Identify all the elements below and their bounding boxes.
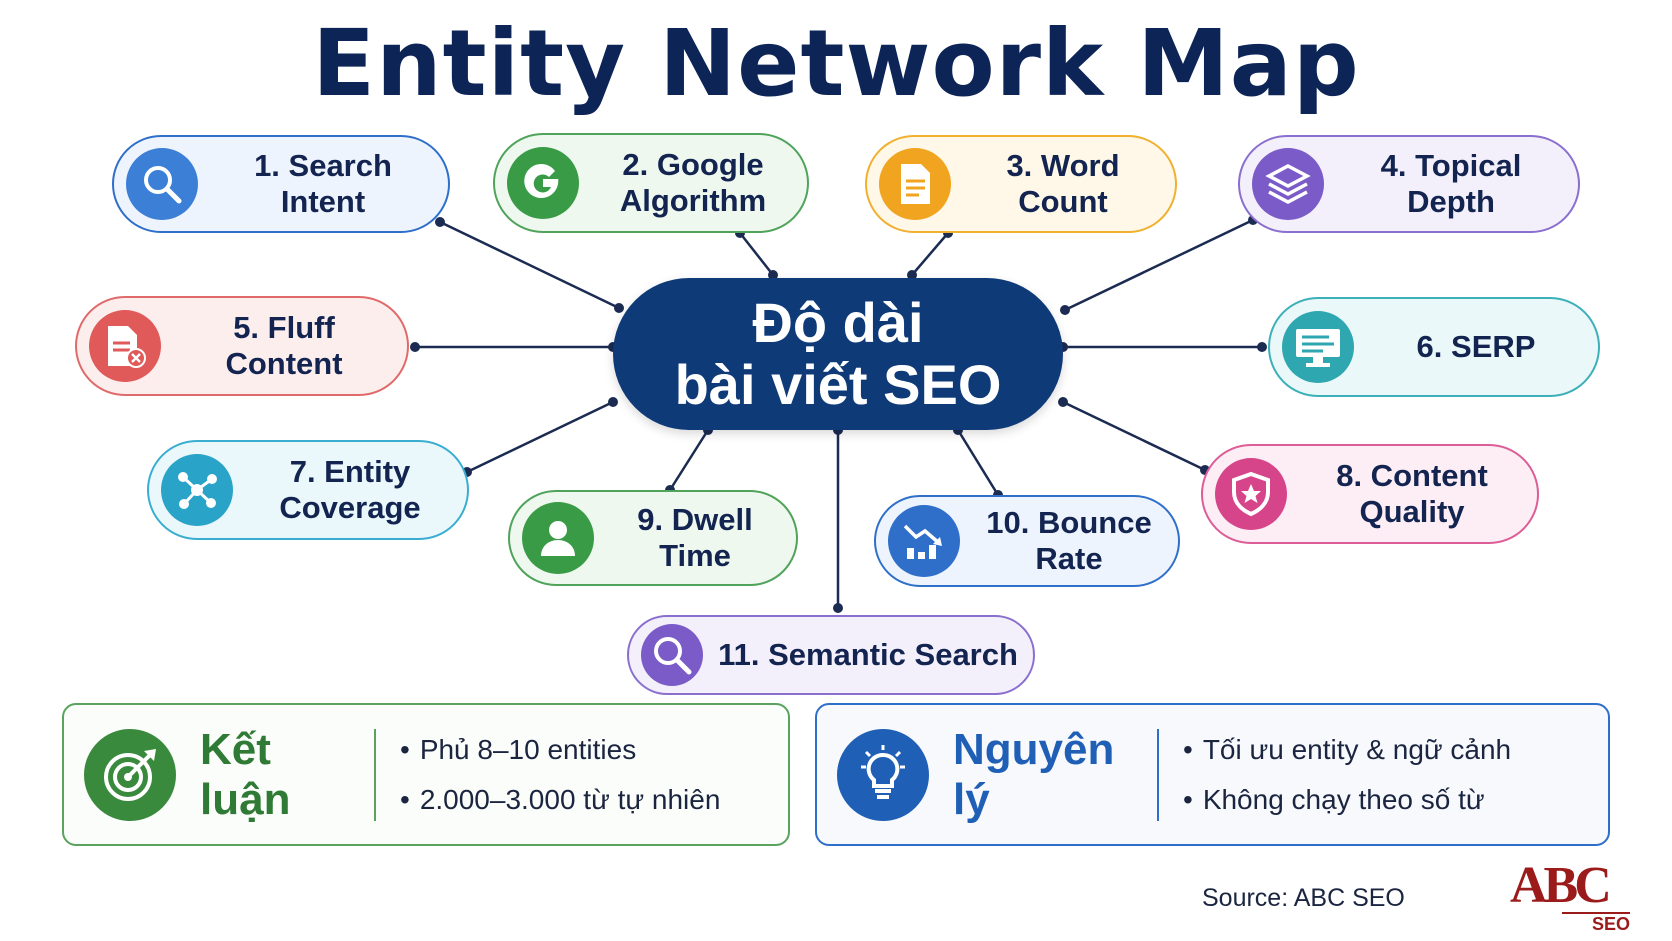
connector-line-9 — [668, 429, 710, 491]
connector-dot — [833, 603, 843, 613]
conclusion-panel: Kết luận Phủ 8–10 entities 2.000–3.000 t… — [62, 703, 790, 846]
entity-node-label: 1. Search Intent — [254, 148, 392, 219]
entity-node-1: 1. Search Intent — [112, 135, 450, 233]
connector-line-10 — [956, 429, 1000, 496]
connector-dot — [907, 270, 917, 280]
connector-dot — [768, 270, 778, 280]
logo-seo: SEO — [1561, 912, 1630, 935]
entity-node-label: 5. Fluff Content — [225, 310, 343, 381]
entity-node-label: 8. Content Quality — [1336, 458, 1488, 529]
connector-line-7 — [466, 400, 614, 474]
entity-node-4: 4. Topical Depth — [1238, 135, 1580, 233]
shield-star-icon — [1215, 458, 1287, 530]
principle-list: Tối ưu entity & ngữ cảnh Không chạy theo… — [1183, 725, 1511, 825]
logo-abc: ABC — [1510, 857, 1612, 914]
entity-node-label: 2. Google Algorithm — [619, 147, 767, 218]
chart-down-icon — [888, 505, 960, 577]
magnifier-icon — [126, 148, 198, 220]
network-icon — [161, 454, 233, 526]
conclusion-title: Kết luận — [200, 724, 291, 824]
document-x-icon — [89, 310, 161, 382]
entity-node-label: 4. Topical Depth — [1380, 148, 1522, 219]
connector-line-3 — [911, 232, 949, 276]
layers-icon — [1252, 148, 1324, 220]
connector-dot — [410, 342, 420, 352]
principle-item: Không chạy theo số từ — [1183, 775, 1511, 825]
lightbulb-icon — [837, 728, 929, 821]
connector-dot — [1058, 397, 1068, 407]
entity-node-3: 3. Word Count — [865, 135, 1177, 233]
conclusion-item: Phủ 8–10 entities — [400, 725, 720, 775]
connector-line-2 — [739, 232, 774, 276]
connector-dot — [608, 397, 618, 407]
connector-dot — [614, 303, 624, 313]
entity-node-10: 10. Bounce Rate — [874, 495, 1180, 587]
principle-divider — [1157, 728, 1159, 821]
diagram-title: Entity Network Map — [312, 10, 1360, 117]
principle-title: Nguyên lý — [953, 724, 1115, 824]
conclusion-item: 2.000–3.000 từ tự nhiên — [400, 775, 721, 825]
target-icon — [84, 728, 176, 821]
entity-node-label: 9. Dwell Time — [637, 502, 753, 573]
user-icon — [522, 502, 594, 574]
entity-node-9: 9. Dwell Time — [508, 490, 798, 586]
document-icon — [879, 148, 951, 220]
connector-line-8 — [1062, 400, 1206, 472]
monitor-icon — [1282, 311, 1354, 383]
entity-node-5: 5. Fluff Content — [75, 296, 409, 396]
entity-node-label: 10. Bounce Rate — [986, 505, 1152, 576]
google-g-icon — [507, 147, 579, 219]
central-topic: Độ dài bài viết SEO — [613, 278, 1063, 430]
connector-line-4 — [1064, 218, 1254, 312]
entity-node-label: 11. Semantic Search — [718, 637, 1018, 672]
abc-seo-logo: ABC SEO — [1510, 857, 1630, 935]
principle-panel: Nguyên lý Tối ưu entity & ngữ cảnh Không… — [815, 703, 1610, 846]
entity-node-8: 8. Content Quality — [1201, 444, 1539, 544]
connector-dot — [435, 217, 445, 227]
principle-item: Tối ưu entity & ngữ cảnh — [1183, 725, 1511, 775]
magnifier-icon — [641, 624, 703, 686]
source-note: Source: ABC SEO — [1202, 884, 1405, 912]
entity-node-11: 11. Semantic Search — [627, 615, 1035, 695]
entity-node-label: 6. SERP — [1416, 329, 1536, 364]
entity-node-2: 2. Google Algorithm — [493, 133, 809, 233]
entity-node-label: 3. Word Count — [1006, 148, 1120, 219]
connector-dot — [1060, 305, 1070, 315]
conclusion-list: Phủ 8–10 entities 2.000–3.000 từ tự nhiê… — [400, 725, 721, 825]
connector-dot — [1257, 342, 1267, 352]
entity-node-7: 7. Entity Coverage — [147, 440, 469, 540]
entity-node-6: 6. SERP — [1268, 297, 1600, 397]
central-topic-line2: bài viết SEO — [674, 353, 1002, 416]
connector-line-1 — [439, 220, 620, 310]
entity-node-label: 7. Entity Coverage — [279, 454, 421, 525]
central-topic-line1: Độ dài — [752, 291, 924, 354]
conclusion-divider — [374, 728, 376, 821]
